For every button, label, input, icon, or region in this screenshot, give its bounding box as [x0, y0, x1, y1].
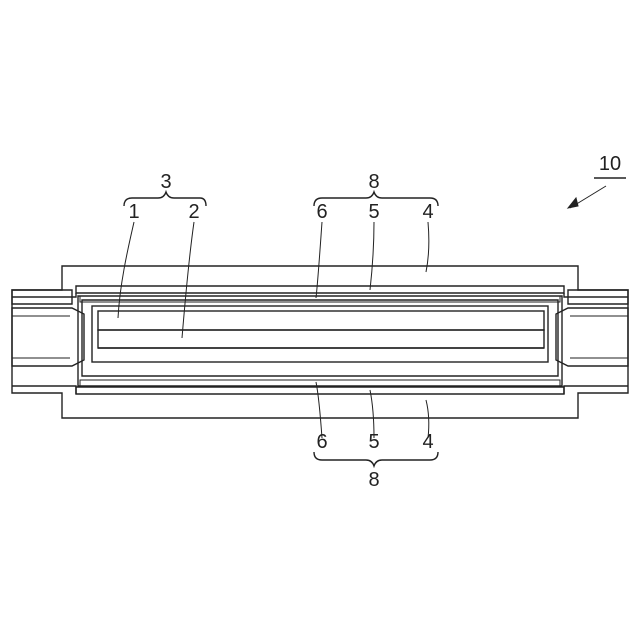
label-item-6-top: 6	[316, 201, 327, 223]
electrode-assembly-3	[92, 306, 548, 362]
label-item-5-bottom: 5	[368, 431, 379, 453]
electrode-layer-1	[98, 311, 544, 330]
leader-lines	[118, 186, 606, 438]
label-item-6-bottom: 6	[316, 431, 327, 453]
label-item-5-top: 5	[368, 201, 379, 223]
outer-laminate-layer-4	[12, 266, 628, 418]
sealant-layer-6	[78, 296, 562, 386]
label-item-1: 1	[128, 201, 139, 223]
left-terminal-tab	[12, 308, 84, 366]
separator-layer-2	[98, 330, 544, 348]
brace-group-8-bottom	[314, 452, 438, 466]
reference-numeral-10: 10	[599, 153, 621, 175]
label-group-8-top: 8	[368, 171, 379, 193]
label-group-8-bottom: 8	[368, 469, 379, 491]
label-group-3: 3	[160, 171, 171, 193]
label-item-4-top: 4	[422, 201, 433, 223]
right-terminal-tab	[556, 308, 628, 366]
label-item-2: 2	[188, 201, 199, 223]
label-item-4-bottom: 4	[422, 431, 433, 453]
